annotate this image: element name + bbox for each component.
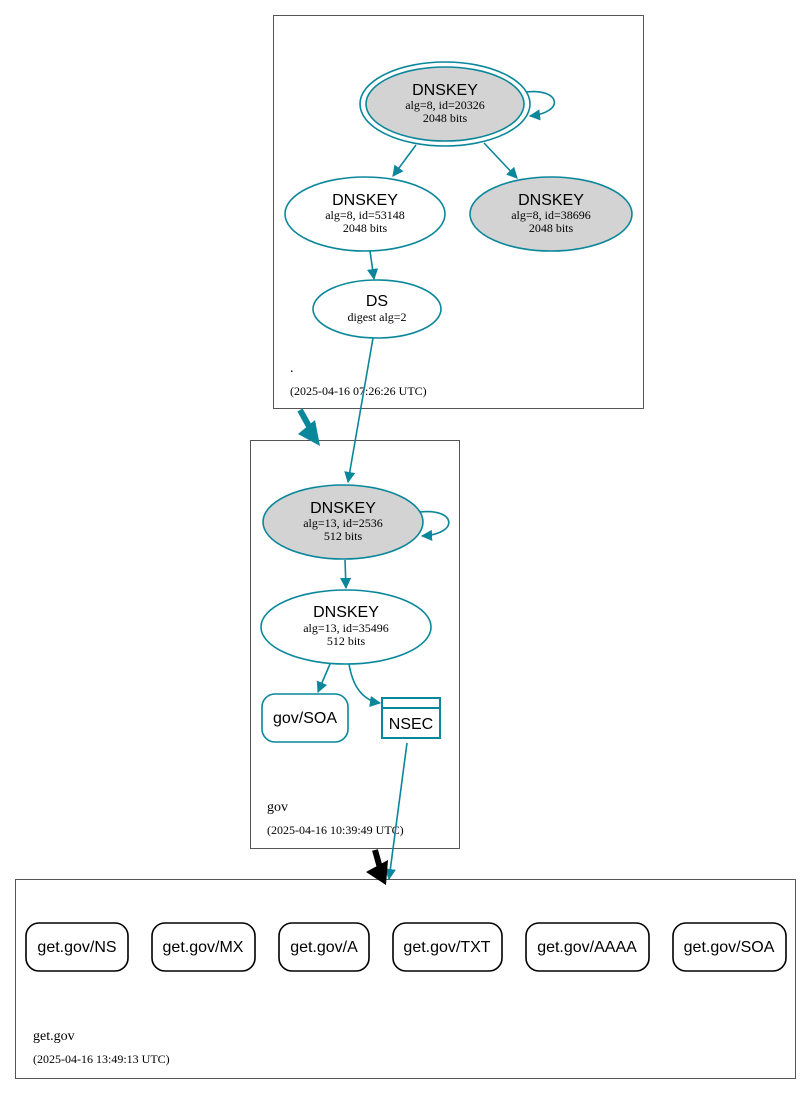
node-title: DNSKEY	[412, 82, 478, 99]
record-label: get.gov/A	[290, 939, 358, 956]
edge-root-ksk-zsk1	[392, 144, 417, 177]
node-title: DNSKEY	[332, 192, 398, 209]
node-detail: 512 bits	[327, 634, 366, 648]
node-title: DNSKEY	[310, 500, 376, 517]
node-nsec[interactable]: NSEC	[381, 697, 441, 739]
node-label: NSEC	[389, 716, 433, 733]
edge-root-ksk-zsk2	[483, 142, 518, 179]
node-title: DS	[366, 293, 388, 310]
edge-gov-zsk-soa	[316, 663, 331, 694]
record-label: get.gov/NS	[37, 939, 116, 956]
record-get-gov-ns[interactable]: get.gov/NS	[25, 922, 129, 972]
node-ds[interactable]: DS digest alg=2	[312, 279, 442, 339]
record-label: get.gov/MX	[163, 939, 244, 956]
zone-timestamp-gov: (2025-04-16 10:39:49 UTC)	[267, 823, 404, 837]
node-detail: alg=13, id=35496	[303, 621, 389, 635]
node-gov-ksk[interactable]: DNSKEY alg=13, id=2536 512 bits	[262, 484, 424, 560]
node-detail: alg=8, id=38696	[511, 208, 591, 222]
node-title: DNSKEY	[518, 192, 584, 209]
zone-timestamp-getgov: (2025-04-16 13:49:13 UTC)	[33, 1052, 170, 1066]
edge-gov-ksk-self	[419, 510, 450, 542]
delegation-gov-getgov	[366, 849, 388, 885]
record-label: get.gov/TXT	[403, 939, 490, 956]
record-get-gov-txt[interactable]: get.gov/TXT	[392, 922, 503, 972]
node-detail: digest alg=2	[347, 310, 406, 324]
edge-gov-ksk-zsk	[340, 559, 352, 590]
node-detail: alg=8, id=20326	[405, 98, 485, 112]
record-get-gov-soa[interactable]: get.gov/SOA	[672, 922, 787, 972]
node-detail: alg=13, id=2536	[303, 516, 383, 530]
record-get-gov-mx[interactable]: get.gov/MX	[151, 922, 256, 972]
node-detail: 2048 bits	[529, 221, 574, 235]
node-root-ksk[interactable]: DNSKEY alg=8, id=20326 2048 bits	[359, 61, 531, 147]
node-gov-soa[interactable]: gov/SOA	[261, 693, 349, 743]
node-root-zsk-38696[interactable]: DNSKEY alg=8, id=38696 2048 bits	[469, 176, 633, 252]
zone-name-gov: gov	[267, 800, 288, 815]
edges	[316, 90, 556, 881]
edge-ds-gov-ksk	[344, 337, 374, 484]
zone-name-getgov: get.gov	[33, 1029, 75, 1044]
node-detail: 512 bits	[324, 529, 363, 543]
zone-name-root: .	[290, 361, 294, 376]
node-root-zsk-53148[interactable]: DNSKEY alg=8, id=53148 2048 bits	[284, 176, 446, 252]
edge-nsec-getgov	[384, 742, 408, 881]
edge-root-zsk1-ds	[367, 250, 379, 281]
node-label: gov/SOA	[273, 710, 337, 727]
node-gov-zsk[interactable]: DNSKEY alg=13, id=35496 512 bits	[260, 589, 432, 665]
record-get-gov-a[interactable]: get.gov/A	[278, 922, 370, 972]
record-label: get.gov/AAAA	[537, 939, 637, 956]
zone-box-root	[273, 15, 644, 409]
delegation-root-gov	[297, 408, 320, 446]
node-detail: 2048 bits	[343, 221, 388, 235]
zone-timestamp-root: (2025-04-16 07:26:26 UTC)	[290, 384, 427, 398]
node-title: DNSKEY	[313, 604, 379, 621]
zone-box-getgov	[15, 879, 796, 1079]
edge-root-ksk-self	[525, 90, 556, 121]
record-label: get.gov/SOA	[684, 939, 775, 956]
node-detail: alg=8, id=53148	[325, 208, 405, 222]
edge-gov-zsk-nsec	[348, 663, 382, 708]
node-detail: 2048 bits	[423, 111, 468, 125]
record-get-gov-aaaa[interactable]: get.gov/AAAA	[525, 922, 650, 972]
